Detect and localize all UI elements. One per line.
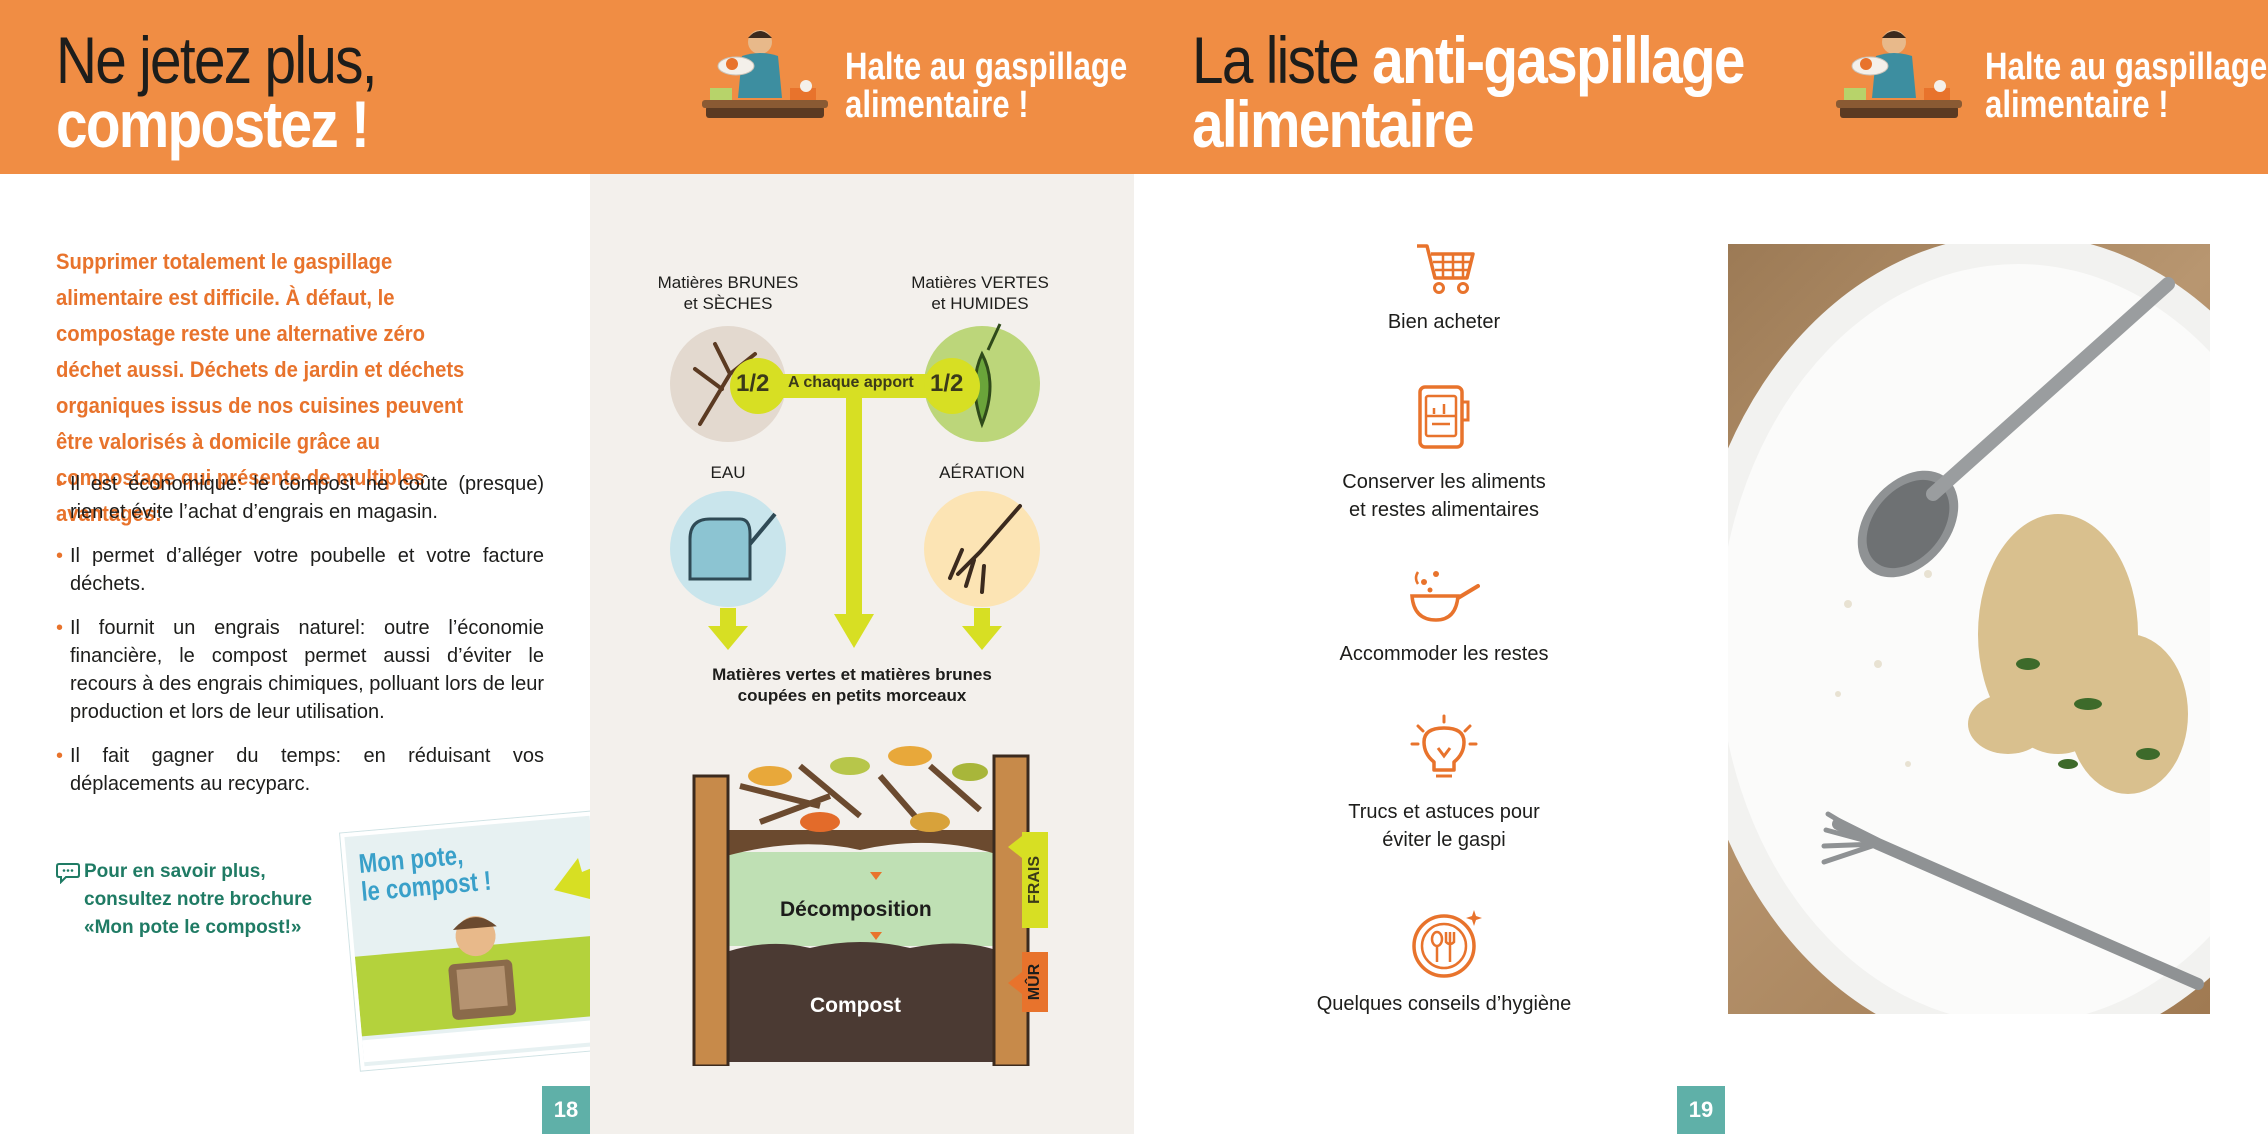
speech-bubble-icon	[56, 863, 80, 884]
shopping-cart-icon	[1417, 244, 1475, 294]
brown-materials-label: Matières BRUNES et SÈCHES	[628, 272, 828, 314]
halte-line-2: alimentaire !	[845, 84, 1029, 126]
green-line-2: et HUMIDES	[931, 294, 1029, 313]
halte-line-1: Halte au gaspillage	[1985, 46, 2268, 88]
halte-badge-right: Halte au gaspillage alimentaire !	[1985, 48, 2267, 124]
list-item: Il fournit un engrais naturel: outre l’é…	[56, 614, 544, 726]
compost-inputs-diagram	[670, 323, 1040, 650]
brochure-title: Mon pote, le compost !	[358, 839, 493, 907]
more-line-1: Pour en savoir plus,	[84, 861, 266, 882]
fridge-icon	[1418, 385, 1470, 449]
advantages-list: Il est économique: le compost ne coûte (…	[56, 470, 544, 814]
lightbulb-icon	[1410, 714, 1478, 778]
page-number-left: 18	[542, 1086, 590, 1134]
green-materials-label: Matières VERTES et HUMIDES	[880, 272, 1080, 314]
list-item-line-2: et restes alimentaires	[1348, 499, 1540, 521]
halte-badge-left: Halte au gaspillage alimentaire !	[845, 48, 1127, 124]
plate-photo-illustration	[1728, 244, 2210, 1014]
halte-line-1: Halte au gaspillage	[845, 46, 1128, 88]
chef-mascot-illustration	[702, 30, 828, 118]
fresh-label: FRAIS	[1026, 856, 1043, 904]
right-header-band	[1134, 0, 2268, 174]
title-line-2: compostez !	[56, 87, 370, 161]
right-page-title: La liste anti-gaspillage alimentaire	[1192, 27, 1745, 161]
frying-pan-icon	[1410, 571, 1480, 622]
more-line-3: «Mon pote le compost!»	[84, 917, 302, 938]
decomposition-label: Décomposition	[780, 898, 932, 921]
brochure-cover[interactable]: Mon pote, le compost !	[340, 811, 614, 1071]
fresh-marker: FRAIS	[1022, 832, 1048, 928]
cut-line-1: Matières vertes et matières brunes	[712, 665, 992, 684]
title-bold-2: alimentaire	[1192, 87, 1475, 161]
title-bold-1: anti-gaspillage	[1372, 23, 1745, 97]
list-item-line-1: Conserver les aliments	[1342, 471, 1546, 493]
list-item-label: Trucs et astuces pour éviter le gaspi	[1244, 798, 1644, 854]
compost-bin-illustration	[692, 746, 1030, 1066]
halte-line-2: alimentaire !	[1985, 84, 2169, 126]
brown-line-2: et SÈCHES	[683, 294, 773, 313]
each-input-label: A chaque apport	[788, 374, 914, 391]
left-header-band	[0, 0, 1134, 174]
green-line-1: Matières VERTES	[911, 273, 1049, 292]
ripe-marker: MÛR	[1022, 952, 1048, 1012]
list-item-label: Conserver les aliments et restes aliment…	[1244, 468, 1644, 524]
water-label: EAU	[710, 463, 746, 482]
cut-pieces-label: Matières vertes et matières brunes coupé…	[692, 664, 1012, 706]
page-number-right: 19	[1677, 1086, 1725, 1134]
half-right-label: 1/2	[930, 370, 964, 397]
marker-arrows	[1008, 836, 1022, 994]
chef-mascot-illustration	[1836, 30, 1962, 118]
plate-leftovers-photo	[1728, 244, 2210, 1014]
title-line-1: Ne jetez plus,	[56, 23, 378, 97]
cut-line-2: coupées en petits morceaux	[737, 686, 967, 705]
half-left-label: 1/2	[736, 370, 770, 397]
compost-label: Compost	[810, 994, 901, 1017]
ripe-label: MÛR	[1026, 963, 1043, 1001]
list-item-line-1: Trucs et astuces pour	[1348, 801, 1540, 823]
list-item: Il fait gagner du temps: en réduisant vo…	[56, 742, 544, 798]
left-page-title: Ne jetez plus, compostez !	[56, 23, 378, 161]
plate-cutlery-icon	[1412, 910, 1482, 978]
title-thin: La liste	[1192, 23, 1360, 97]
list-item-label: Accommoder les restes	[1339, 643, 1549, 665]
brown-line-1: Matières BRUNES	[657, 273, 799, 292]
list-item: Il est économique: le compost ne coûte (…	[56, 470, 544, 526]
list-item-label: Quelques conseils d’hygiène	[1316, 993, 1572, 1015]
list-item-label: Bien acheter	[1387, 311, 1501, 333]
more-line-2: consultez notre brochure	[84, 889, 313, 910]
more-info-note: Pour en savoir plus, consultez notre bro…	[84, 858, 344, 942]
brochure-character-illustration	[448, 916, 517, 1020]
list-item: Il permet d’alléger votre poubelle et vo…	[56, 542, 544, 598]
air-label: AÉRATION	[939, 463, 1025, 482]
list-item-line-2: éviter le gaspi	[1382, 829, 1506, 851]
